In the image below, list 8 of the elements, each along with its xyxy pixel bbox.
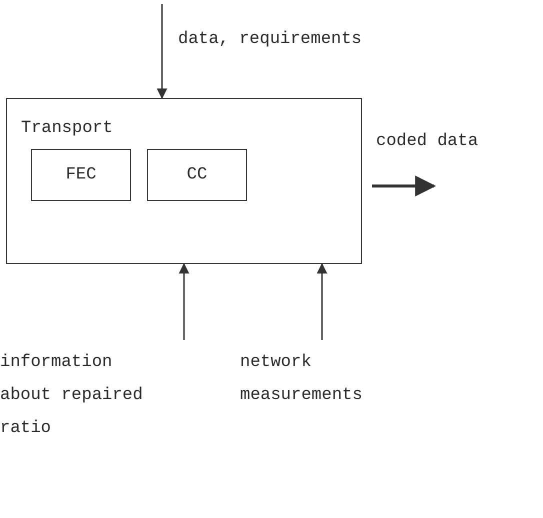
box-label: FEC xyxy=(66,166,96,184)
transport-box xyxy=(6,98,362,264)
note-text: network measurements xyxy=(240,346,390,412)
fec-box xyxy=(31,149,131,201)
box-label: Transport xyxy=(21,119,113,138)
cc-box xyxy=(147,149,247,201)
note-text: information about repaired ratio xyxy=(0,346,160,445)
box-label: CC xyxy=(186,166,208,184)
